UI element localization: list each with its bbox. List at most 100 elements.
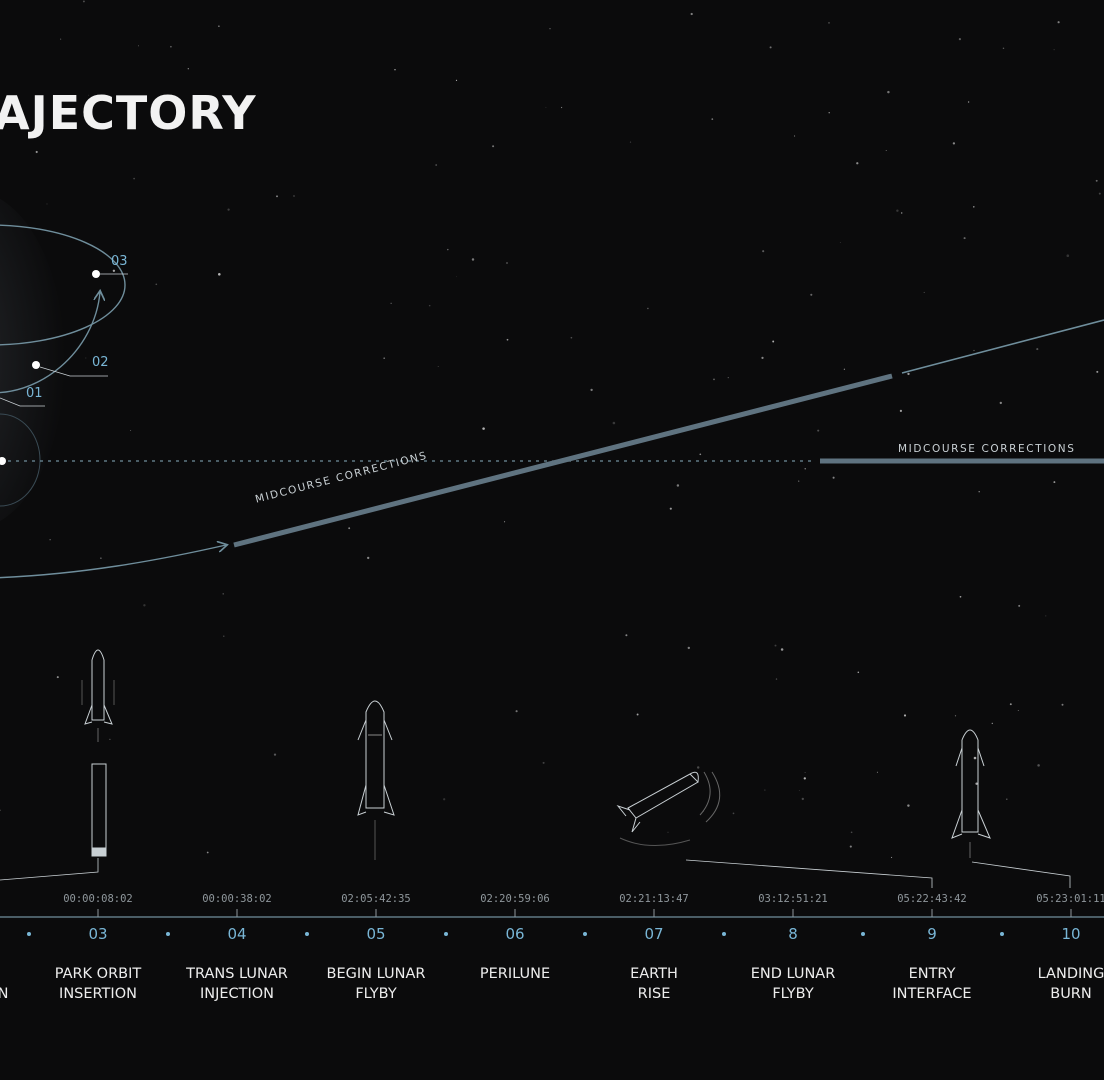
star: [276, 195, 278, 198]
starship-entry-icon: [951, 729, 991, 858]
star: [900, 212, 903, 214]
star: [764, 789, 766, 791]
orbit-leader-01: [0, 397, 45, 407]
star: [952, 142, 956, 145]
orbit-transfer-arc: [0, 292, 100, 394]
star: [687, 646, 690, 650]
orbit-label-02: 02: [92, 355, 109, 370]
star: [590, 388, 593, 392]
timeline-time-10: 05:23:01:11: [1036, 893, 1104, 905]
star: [857, 671, 860, 674]
star: [959, 595, 962, 598]
star: [542, 761, 545, 764]
timeline-label-cut: N: [0, 986, 9, 1002]
star: [999, 401, 1002, 405]
star: [435, 164, 438, 166]
star: [366, 466, 369, 469]
star: [629, 141, 632, 143]
star: [133, 177, 135, 180]
star: [973, 206, 975, 208]
star: [636, 713, 639, 716]
earth-shape: [0, 198, 65, 522]
timeline-step-05: 05: [366, 925, 386, 943]
star: [798, 789, 800, 791]
star: [570, 336, 573, 339]
star: [82, 0, 85, 3]
star: [676, 484, 680, 487]
timeline-separator-dot: [582, 932, 587, 936]
starship-icon: [81, 649, 115, 742]
star: [506, 338, 509, 341]
star: [49, 539, 51, 541]
timeline-time-06: 02:20:59:06: [480, 893, 550, 905]
star: [696, 766, 700, 769]
star: [876, 771, 878, 773]
star: [772, 340, 775, 343]
midcourse-label-right: MIDCOURSE CORRECTIONS: [898, 443, 1076, 455]
timeline-step-03: 03: [88, 925, 108, 943]
star: [561, 106, 563, 109]
star: [761, 356, 764, 360]
star: [46, 203, 48, 205]
star: [88, 94, 90, 96]
star: [896, 209, 899, 212]
star: [109, 738, 111, 741]
midcourse-segment-left: [233, 373, 893, 548]
star: [907, 372, 910, 376]
star-field: [0, 0, 1101, 858]
timeline-time-03: 00:00:08:02: [63, 893, 133, 905]
star: [1009, 703, 1012, 706]
star: [647, 307, 649, 310]
orbit-label-01: 01: [26, 386, 43, 401]
star: [804, 468, 806, 470]
star: [817, 429, 820, 432]
star: [348, 527, 351, 530]
timeline-separator-dot: [721, 932, 726, 936]
star: [383, 357, 386, 360]
star: [794, 135, 796, 137]
star: [394, 68, 396, 71]
star: [828, 112, 830, 114]
star: [850, 831, 853, 834]
star: [967, 101, 970, 103]
earth-marker: [0, 457, 6, 465]
star: [991, 722, 993, 725]
star: [887, 90, 890, 94]
timeline-time-04: 00:00:38:02: [202, 893, 272, 905]
timeline-step-8: 8: [788, 925, 798, 943]
starship-tli-icon: [357, 700, 395, 860]
star: [138, 45, 139, 47]
star: [1018, 604, 1021, 607]
star: [1053, 49, 1055, 51]
star: [293, 195, 295, 197]
star: [1095, 179, 1098, 182]
star: [667, 831, 669, 833]
star: [1045, 615, 1047, 617]
star: [975, 782, 978, 785]
star: [1096, 370, 1099, 373]
star: [762, 250, 765, 253]
star: [482, 427, 485, 430]
star: [60, 38, 62, 40]
star: [1002, 47, 1005, 50]
star: [428, 304, 431, 307]
timeline-separator-dot: [304, 932, 309, 936]
star: [804, 772, 806, 773]
star: [801, 797, 804, 801]
star: [713, 378, 715, 381]
star: [625, 634, 628, 637]
star: [206, 851, 209, 854]
star: [515, 710, 518, 713]
star: [155, 283, 158, 286]
star: [187, 68, 189, 70]
timeline-ticks: [97, 909, 1072, 917]
leader-line-entry: [971, 861, 1071, 888]
star: [963, 237, 966, 240]
star: [1098, 192, 1101, 195]
timeline-step-9: 9: [927, 925, 937, 943]
booster-icon: [91, 763, 107, 857]
star: [437, 366, 439, 367]
